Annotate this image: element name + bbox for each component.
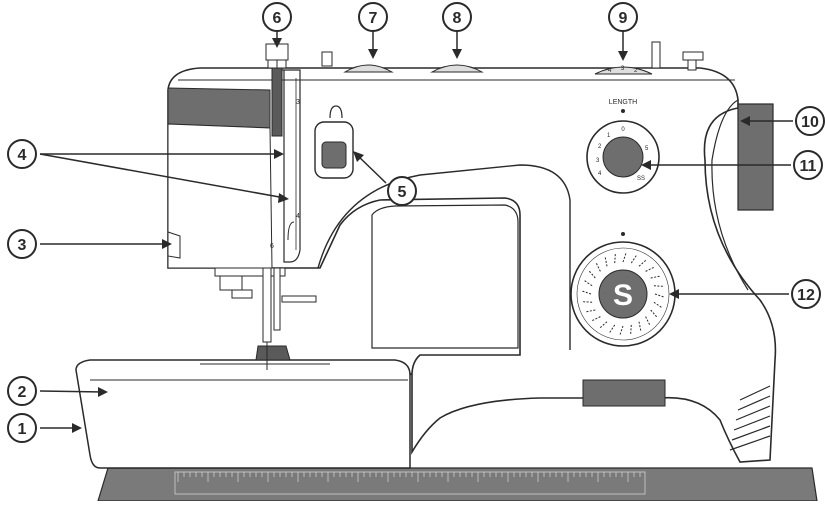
callout-5-label: 5 (398, 184, 407, 201)
pressure-dial[interactable] (430, 64, 484, 73)
callout-10: 10 (795, 106, 825, 136)
callout-8: 8 (442, 2, 472, 32)
callout-6: 6 (262, 2, 292, 32)
tension-mark-4: 4 (608, 68, 612, 74)
length-mark-1: 1 (607, 133, 611, 139)
callout-6-label: 6 (273, 10, 282, 27)
tension-dial[interactable]: 4 3 2 (594, 66, 653, 75)
tension-mark-2: 2 (634, 68, 638, 74)
leader-lines (39, 30, 793, 429)
guide-mark-3: 3 (296, 99, 300, 106)
callout-2: 2 (7, 376, 37, 406)
length-mark-ss: SS (637, 176, 645, 182)
callout-5: 5 (387, 176, 417, 206)
callout-11: 11 (793, 150, 823, 180)
callout-4: 4 (7, 139, 37, 169)
presser-foot-assembly (214, 267, 317, 370)
length-mark-2: 2 (598, 144, 602, 150)
front-panel (167, 87, 271, 129)
bobbin-winder-dial[interactable] (343, 64, 394, 73)
length-mark-3: 3 (596, 158, 600, 164)
length-label: LENGTH (609, 99, 637, 106)
callout-12-label: 12 (797, 287, 815, 304)
stitch-length-dial[interactable]: LENGTH 0 1 2 3 4 5 SS (586, 99, 660, 194)
thread-guide-post (265, 43, 289, 69)
pattern-logo: S (613, 279, 633, 312)
callout-1-label: 1 (18, 421, 27, 438)
pattern-selector-dial[interactable]: S (570, 232, 676, 347)
callout-3: 3 (7, 229, 37, 259)
callout-2-label: 2 (18, 384, 27, 401)
length-mark-0: 0 (621, 127, 625, 133)
callout-12: 12 (791, 279, 821, 309)
callout-1: 1 (7, 413, 37, 443)
callout-9: 9 (608, 2, 638, 32)
arrowheads (72, 38, 750, 433)
callout-7: 7 (358, 2, 388, 32)
top-knobs (321, 41, 704, 71)
callout-10-label: 10 (801, 114, 819, 131)
guide-mark-4: 4 (296, 213, 300, 220)
length-mark-5: 5 (645, 146, 649, 152)
length-mark-4: 4 (598, 171, 602, 177)
tension-mark-3: 3 (621, 66, 625, 72)
vent-slots (729, 385, 771, 451)
front-badge (582, 379, 666, 407)
callout-4-label: 4 (18, 147, 27, 164)
callout-3-label: 3 (18, 237, 27, 254)
callout-8-label: 8 (453, 10, 462, 27)
needle-cover (167, 123, 273, 269)
callout-11-label: 11 (800, 158, 817, 175)
callout-9-label: 9 (619, 10, 628, 27)
base-ruler (97, 467, 818, 502)
reverse-button[interactable] (314, 105, 354, 179)
guide-mark-6: 6 (270, 243, 274, 250)
callout-7-label: 7 (369, 10, 378, 27)
thread-cutter (167, 231, 181, 259)
